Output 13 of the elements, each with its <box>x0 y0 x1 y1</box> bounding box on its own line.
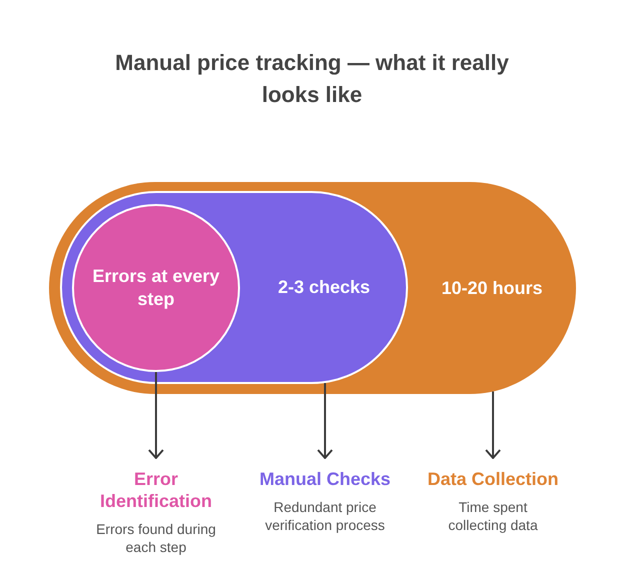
description: Time spent collecting data <box>447 498 539 534</box>
arrow <box>485 391 501 459</box>
description: Errors found during each step <box>95 520 217 556</box>
arrow <box>317 383 333 459</box>
description: Redundant price verification process <box>264 498 386 534</box>
heading: Data Collection <box>427 468 559 490</box>
pill-label: 2-3 checks <box>278 276 370 299</box>
circle-label: Errors at every step <box>91 265 221 311</box>
heading: Manual Checks <box>259 468 391 490</box>
pill-label: 10-20 hours <box>441 276 543 300</box>
title: Manual price tracking — what it really looks like <box>114 49 510 109</box>
heading: Error Identification <box>99 468 213 512</box>
arrow <box>148 372 164 459</box>
